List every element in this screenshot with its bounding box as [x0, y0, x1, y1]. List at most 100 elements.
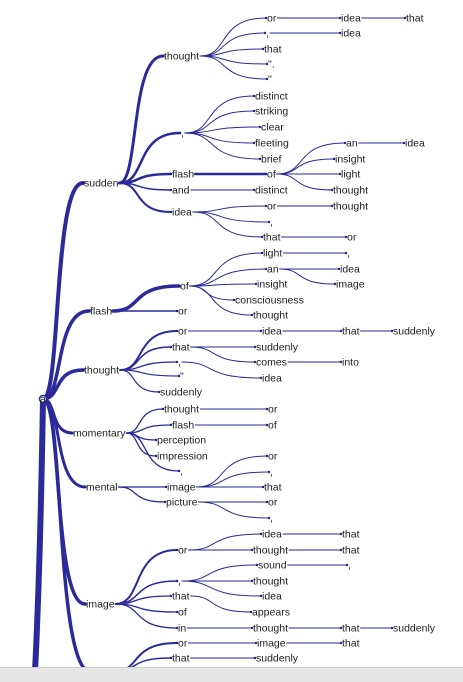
tree-node-img-that-appears[interactable]: appears — [252, 607, 290, 619]
tree-node-fo-consciousness[interactable]: consciousness — [235, 295, 304, 307]
tree-node-img-or-thought[interactable]: thought — [253, 545, 288, 557]
tree-node-image[interactable]: image — [86, 599, 115, 611]
tree-node-men-picture-comma[interactable]: , — [270, 513, 273, 525]
tree-node-dot-idea-or-image — [254, 641, 258, 645]
tree-node-sf-of-an-idea[interactable]: idea — [405, 138, 425, 150]
tree-node-sc-brief[interactable]: brief — [261, 154, 282, 166]
tree-node-idea-or-image-that[interactable]: that — [342, 638, 360, 650]
tree-node-idea-or-image[interactable]: image — [257, 638, 286, 650]
tree-node-img-or-thought-that[interactable]: that — [342, 545, 360, 557]
tree-node-fo-light-comma[interactable]: , — [347, 248, 350, 260]
tree-node-img-in-thought-that[interactable]: that — [342, 623, 360, 635]
tree-node-fo-light[interactable]: light — [263, 248, 282, 260]
tree-node-root[interactable]: a — [40, 394, 46, 406]
tree-node-img-in[interactable]: in — [178, 623, 186, 635]
tree-node-img-comma[interactable]: , — [178, 576, 181, 588]
tree-node-img-of[interactable]: of — [178, 607, 187, 619]
tree-node-sf-of[interactable]: of — [267, 169, 276, 181]
tree-node-mental[interactable]: mental — [86, 482, 118, 494]
tree-node-idea-that[interactable]: that — [172, 653, 190, 665]
tree-node-st-or[interactable]: or — [267, 13, 277, 25]
tree-node-mom-thought-or[interactable]: or — [268, 404, 278, 416]
tree-node-img-comma-idea[interactable]: idea — [262, 591, 282, 603]
tree-node-flash-or[interactable]: or — [178, 306, 188, 318]
tree-node-sudden-thought[interactable]: thought — [164, 51, 199, 63]
tree-node-si-comma[interactable]: , — [270, 217, 273, 229]
tree-node-sc-fleeting[interactable]: fleeting — [255, 138, 289, 150]
tree-node-to-idea-that[interactable]: that — [342, 326, 360, 338]
tree-node-tt-comes[interactable]: comes — [256, 357, 287, 369]
tree-node-img-or[interactable]: or — [178, 545, 188, 557]
tree-node-img-that[interactable]: that — [172, 591, 190, 603]
tree-node-mom-thought[interactable]: thought — [164, 404, 199, 416]
tree-node-st-quote[interactable]: " — [268, 74, 272, 86]
tree-node-tt-comes-into[interactable]: into — [342, 357, 359, 369]
tree-node-si-that[interactable]: that — [263, 232, 281, 244]
tree-node-st-quote-period[interactable]: ". — [268, 59, 275, 71]
tree-node-dot-to-idea — [259, 329, 263, 333]
tree-node-fo-insight[interactable]: insight — [257, 279, 287, 291]
tree-node-mom-flash[interactable]: flash — [172, 420, 194, 432]
tree-node-flash-of[interactable]: of — [180, 281, 189, 293]
tree-node-men-picture-or[interactable]: or — [268, 497, 278, 509]
tree-node-thought-or[interactable]: or — [178, 326, 188, 338]
tree-node-thought[interactable]: thought — [84, 365, 119, 377]
tree-node-thought-quote[interactable]: " — [180, 371, 184, 383]
tree-node-sf-of-insight[interactable]: insight — [335, 154, 365, 166]
tree-node-thought-that[interactable]: that — [172, 342, 190, 354]
tree-node-thought-comma[interactable]: , — [178, 357, 181, 369]
tree-node-tc-idea[interactable]: idea — [262, 373, 282, 385]
tree-node-st-or-idea-that[interactable]: that — [406, 13, 424, 25]
tree-node-fo-an-image[interactable]: image — [336, 279, 365, 291]
tree-node-men-image-comma[interactable]: , — [270, 467, 273, 479]
tree-node-fo-an-idea[interactable]: idea — [340, 264, 360, 276]
tree-node-men-image-or[interactable]: or — [268, 451, 278, 463]
tree-node-sc-clear[interactable]: clear — [261, 122, 284, 134]
tree-node-mom-flash-of[interactable]: of — [268, 420, 277, 432]
tree-node-men-picture[interactable]: picture — [166, 497, 198, 509]
bottom-scroll-bar[interactable] — [0, 667, 463, 682]
tree-node-sf-of-an[interactable]: an — [346, 138, 358, 150]
tree-node-sudden-idea[interactable]: idea — [172, 207, 192, 219]
tree-node-si-or-thought[interactable]: thought — [333, 201, 368, 213]
tree-node-to-idea-that-suddenly[interactable]: suddenly — [393, 326, 436, 338]
tree-node-sc-distinct[interactable]: distinct — [255, 91, 288, 103]
tree-node-img-comma-sound[interactable]: sound — [258, 560, 287, 572]
tree-node-sa-distinct[interactable]: distinct — [255, 185, 288, 197]
tree-node-sudden-flash[interactable]: flash — [172, 169, 194, 181]
tree-node-sf-of-thought[interactable]: thought — [333, 185, 368, 197]
tree-node-men-image[interactable]: image — [167, 482, 196, 494]
tree-node-flash[interactable]: flash — [90, 306, 112, 318]
tree-node-sudden[interactable]: sudden — [84, 178, 119, 190]
tree-node-sf-of-light[interactable]: light — [341, 169, 360, 181]
tree-node-momentary[interactable]: momentary — [73, 428, 126, 440]
tree-node-mom-impression[interactable]: impression — [157, 451, 208, 463]
tree-node-idea-or[interactable]: or — [178, 638, 188, 650]
tree-node-idea-that-suddenly[interactable]: suddenly — [256, 653, 299, 665]
tree-node-sudden-and[interactable]: and — [172, 185, 190, 197]
tree-node-mom-comma[interactable]: , — [180, 466, 183, 478]
tree-node-sc-striking[interactable]: striking — [255, 106, 288, 118]
tree-node-mom-perception[interactable]: perception — [157, 435, 206, 447]
tree-node-st-or-idea[interactable]: idea — [341, 13, 361, 25]
tree-node-fo-an[interactable]: an — [267, 264, 279, 276]
tree-node-st-comma[interactable]: , — [266, 28, 269, 40]
tree-node-img-in-thought[interactable]: thought — [253, 623, 288, 635]
tree-node-img-in-thought-that-suddenly[interactable]: suddenly — [393, 623, 436, 635]
tree-node-si-or[interactable]: or — [267, 201, 277, 213]
tree-node-dot-sudden-idea — [169, 210, 173, 214]
tree-node-tt-suddenly[interactable]: suddenly — [256, 342, 299, 354]
tree-node-men-image-that[interactable]: that — [264, 482, 282, 494]
tree-node-st-comma-idea[interactable]: idea — [341, 28, 361, 40]
tree-node-sudden-comma[interactable]: , — [181, 128, 184, 140]
tree-edge-fo-an — [189, 268, 267, 287]
tree-node-img-comma-thought[interactable]: thought — [253, 576, 288, 588]
tree-node-fo-thought[interactable]: thought — [253, 310, 288, 322]
tree-node-img-comma-sound-comma[interactable]: , — [348, 560, 351, 572]
tree-node-si-that-or[interactable]: or — [347, 232, 357, 244]
tree-node-img-or-idea-that[interactable]: that — [342, 529, 360, 541]
tree-node-to-idea[interactable]: idea — [262, 326, 282, 338]
tree-node-img-or-idea[interactable]: idea — [262, 529, 282, 541]
tree-node-thought-suddenly[interactable]: suddenly — [160, 387, 203, 399]
tree-node-st-that[interactable]: that — [264, 44, 282, 56]
